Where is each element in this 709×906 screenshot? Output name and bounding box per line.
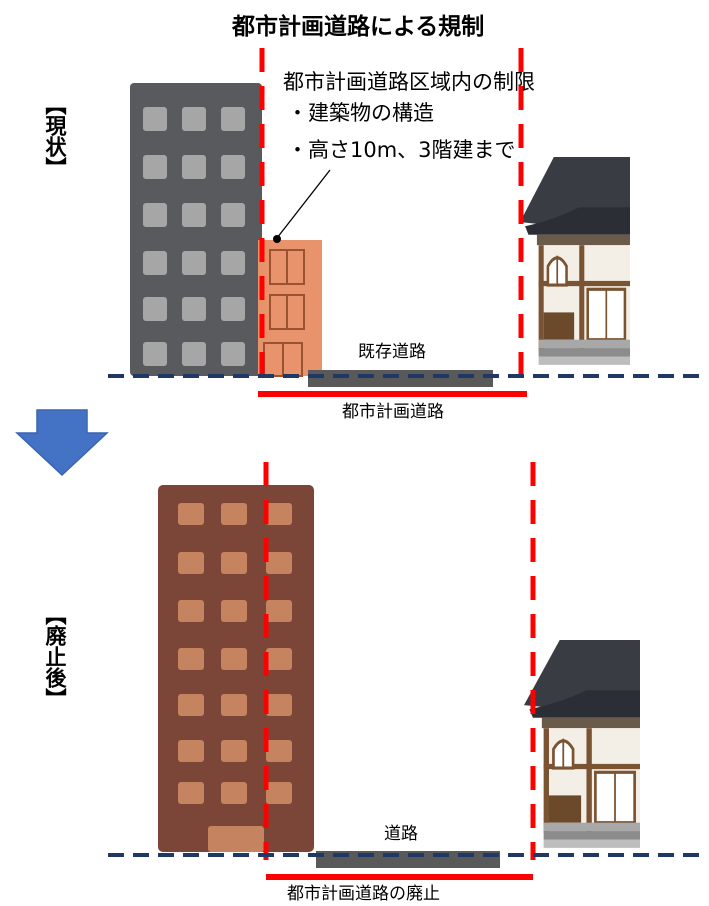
bottom-house	[524, 640, 640, 850]
top-existing-road	[308, 370, 493, 387]
restriction-item-structure: ・建築物の構造	[287, 101, 434, 125]
bottom-plan-label: 都市計画道路の廃止	[287, 884, 440, 904]
top-house	[520, 157, 630, 367]
top-plan-boundaries	[259, 48, 524, 390]
bottom-plan-boundaries	[263, 462, 536, 860]
top-road-label: 既存道路	[358, 342, 426, 362]
restriction-item-height: ・高さ10m、3階建まで	[287, 138, 516, 162]
transition-arrow	[15, 409, 109, 477]
bottom-panel-label: 【廃止後】	[43, 604, 67, 709]
bottom-road-label: 道路	[384, 824, 418, 844]
bottom-tall-building	[158, 485, 314, 852]
top-small-building	[258, 240, 322, 377]
top-panel-label: 【現状】	[43, 94, 67, 178]
top-tall-building	[130, 83, 262, 376]
diagram-title: 都市計画道路による規制	[232, 14, 485, 40]
top-plan-label: 都市計画道路	[342, 402, 444, 422]
leader-line	[273, 169, 331, 243]
restriction-heading: 都市計画道路区域内の制限	[283, 70, 535, 94]
